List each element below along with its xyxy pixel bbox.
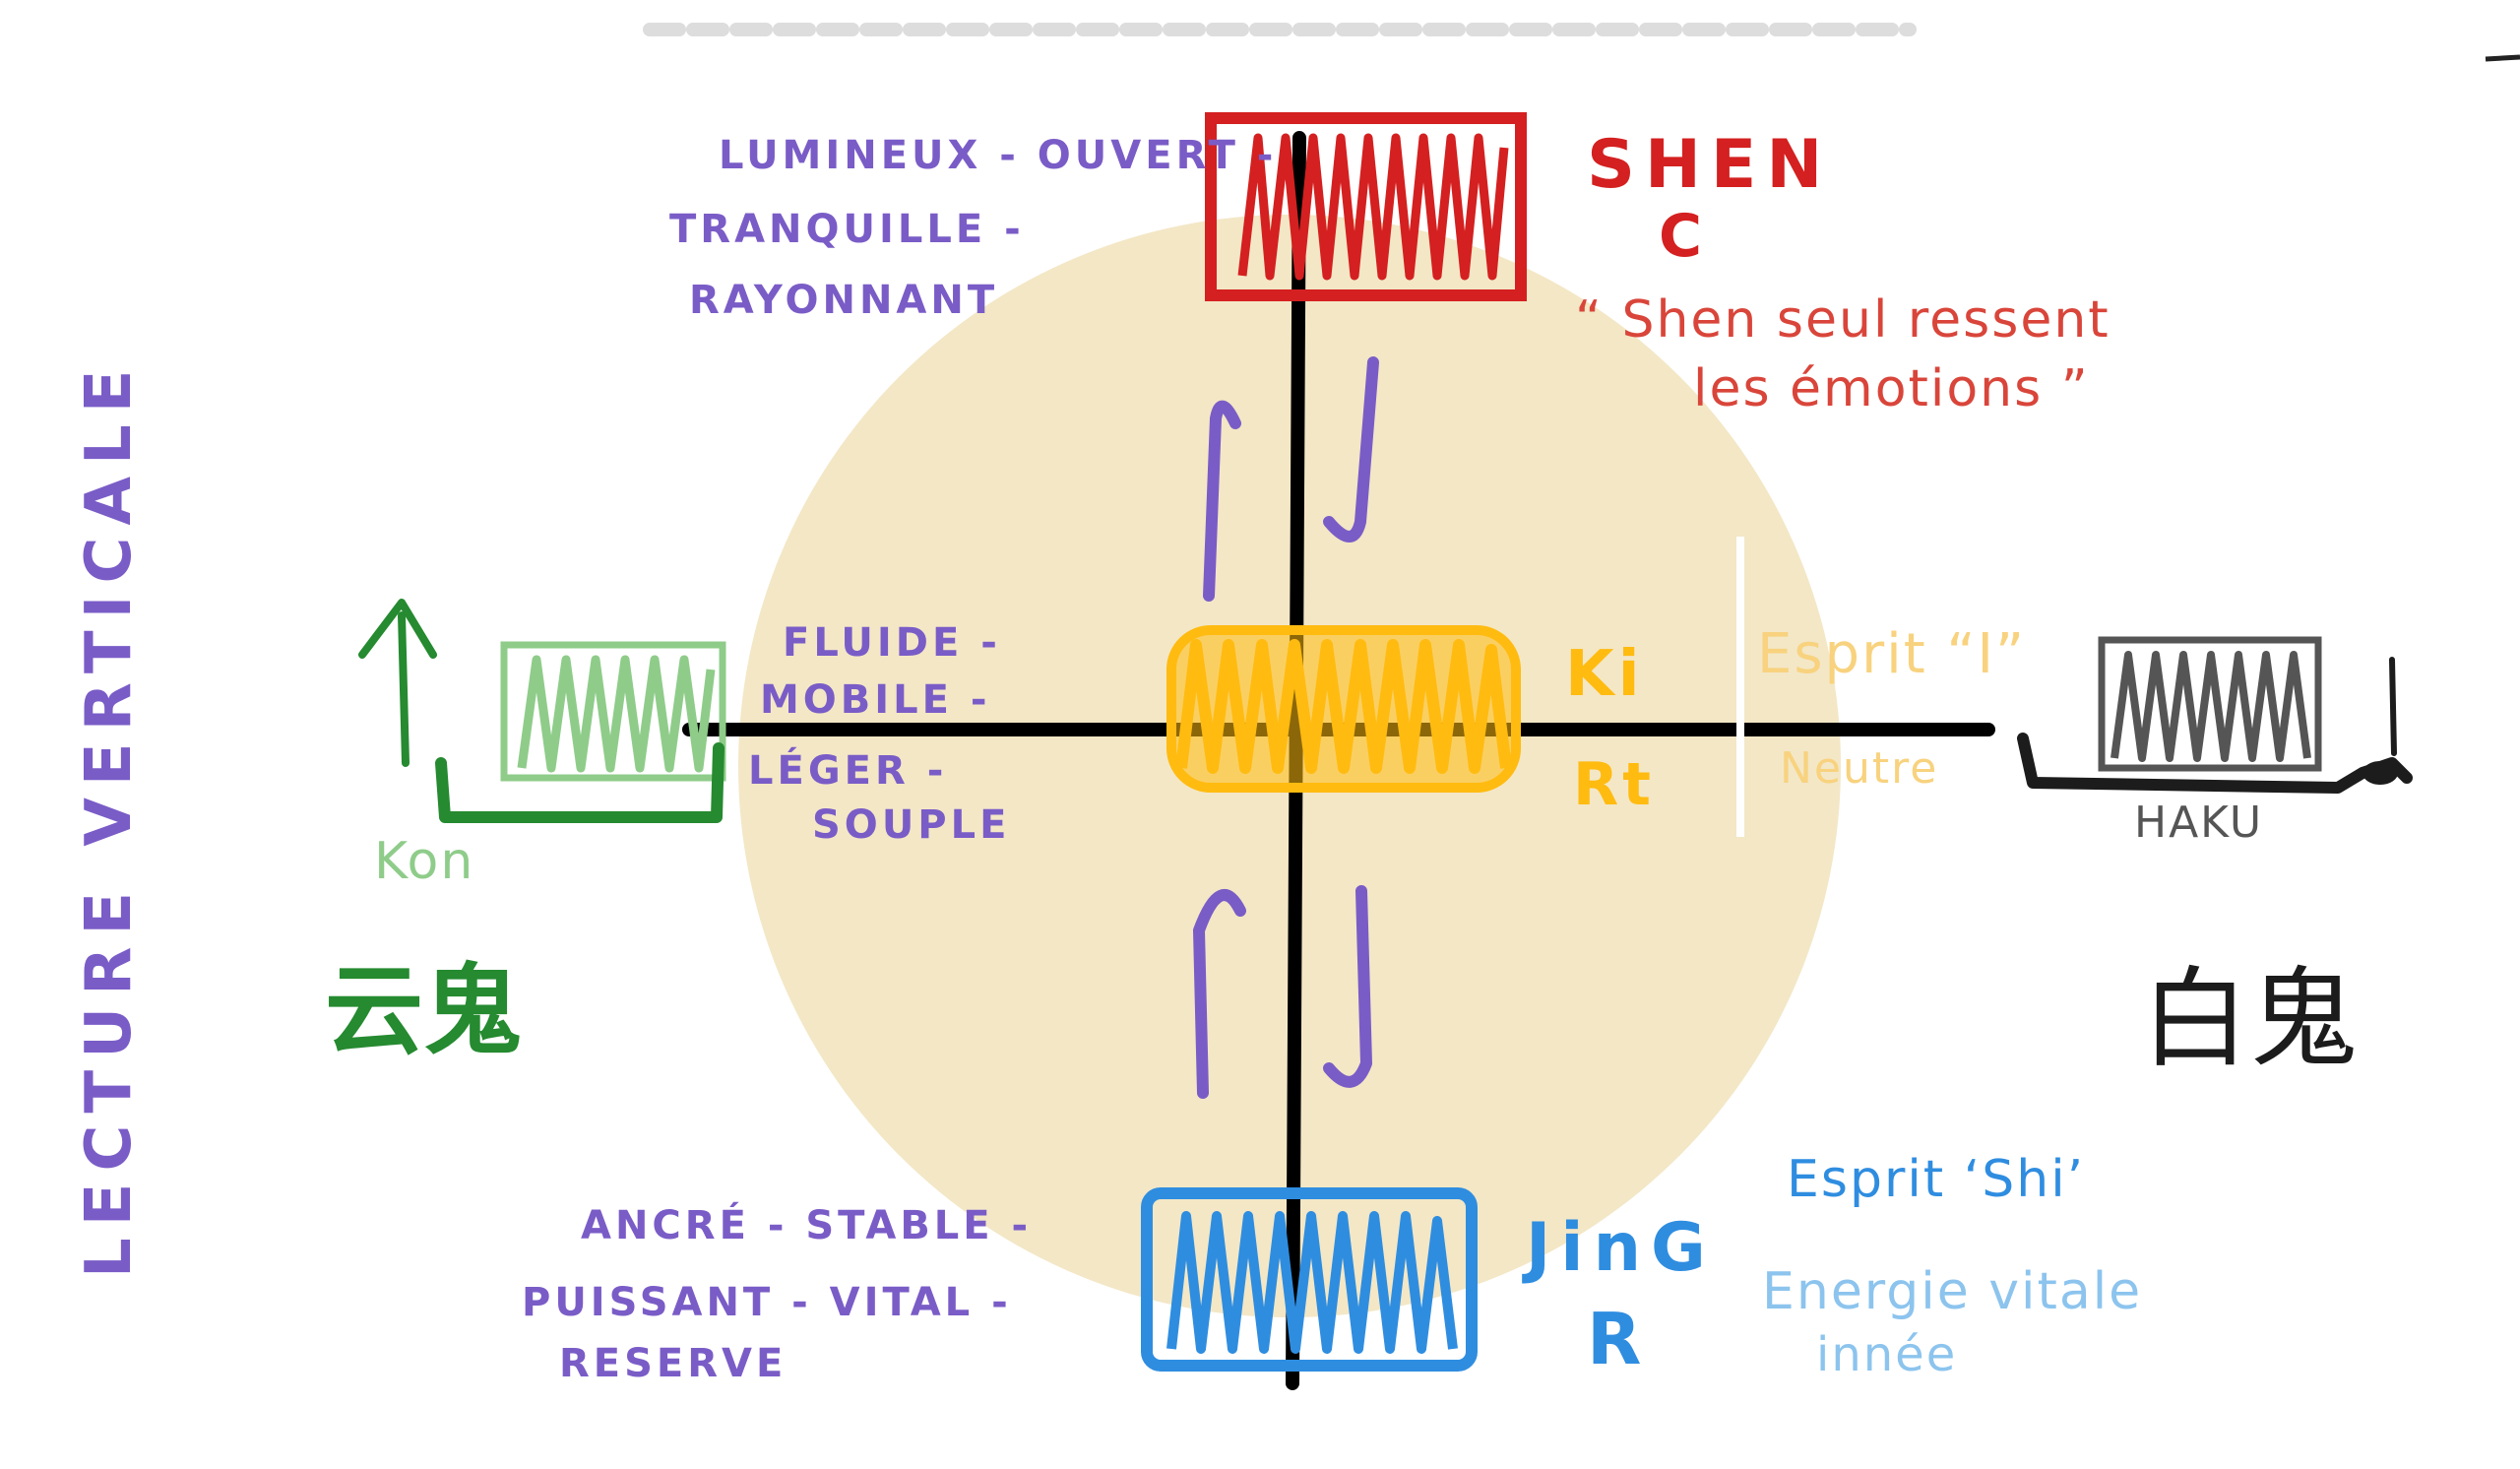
kon-box	[358, 599, 726, 823]
arrow-down-top	[1323, 356, 1379, 543]
arrow-up-bottom	[1193, 889, 1246, 1099]
bottom-quality-1: ANCRÉ - STABLE -	[581, 1203, 1033, 1248]
jing-esprit: Esprit ‘Shi’	[1787, 1150, 2086, 1209]
top-quality-3: RAYONNANT	[689, 278, 999, 323]
jing-energy-line-2: innée	[1816, 1327, 1958, 1382]
shen-quote-line-2: les émotions ”	[1693, 359, 2090, 418]
flow-arrows	[1193, 356, 1379, 1099]
top-quality-1: LUMINEUX - OUVERT -	[719, 133, 1278, 178]
arrow-down-bottom	[1323, 885, 1372, 1088]
ki-neutral: Neutre	[1780, 743, 1939, 794]
ki-label: Ki	[1565, 638, 1644, 711]
mid-quality-4: SOUPLE	[812, 802, 1011, 848]
bottom-quality-2: PUISSANT - VITAL -	[522, 1280, 1012, 1325]
ki-box	[1166, 625, 1521, 793]
mid-quality-3: LÉGER -	[748, 748, 948, 794]
jing-label: JinG	[1526, 1209, 1716, 1287]
haku-label: HAKU	[2134, 798, 2264, 848]
ki-esprit: Esprit “I”	[1757, 622, 2026, 686]
kon-kanji: 云鬼	[325, 953, 522, 1068]
haku-box	[2017, 636, 2413, 794]
jing-box	[1141, 1187, 1478, 1372]
ki-organ: Rt	[1573, 750, 1655, 819]
haku-kanji: 白鬼	[2141, 956, 2358, 1082]
jing-energy-line-1: Energie vitale	[1762, 1262, 2143, 1321]
shen-quote-line-1: “ Shen seul ressent	[1575, 290, 2110, 350]
shen-box	[1205, 112, 1527, 301]
jing-organ: R	[1587, 1298, 1646, 1380]
edge-mark	[2485, 54, 2520, 62]
side-vertical-label: LECTURE VERTICALE	[73, 357, 146, 1279]
mid-quality-1: FLUIDE -	[783, 620, 1001, 666]
mid-quality-2: MOBILE -	[760, 677, 991, 723]
shen-organ: C	[1659, 202, 1707, 271]
shen-label: SHEN	[1587, 126, 1833, 204]
kon-label: Kon	[374, 832, 475, 891]
arrow-up-top	[1203, 400, 1241, 602]
bottom-quality-3: RESERVE	[559, 1341, 788, 1386]
top-quality-2: TRANQUILLE -	[669, 207, 1025, 252]
